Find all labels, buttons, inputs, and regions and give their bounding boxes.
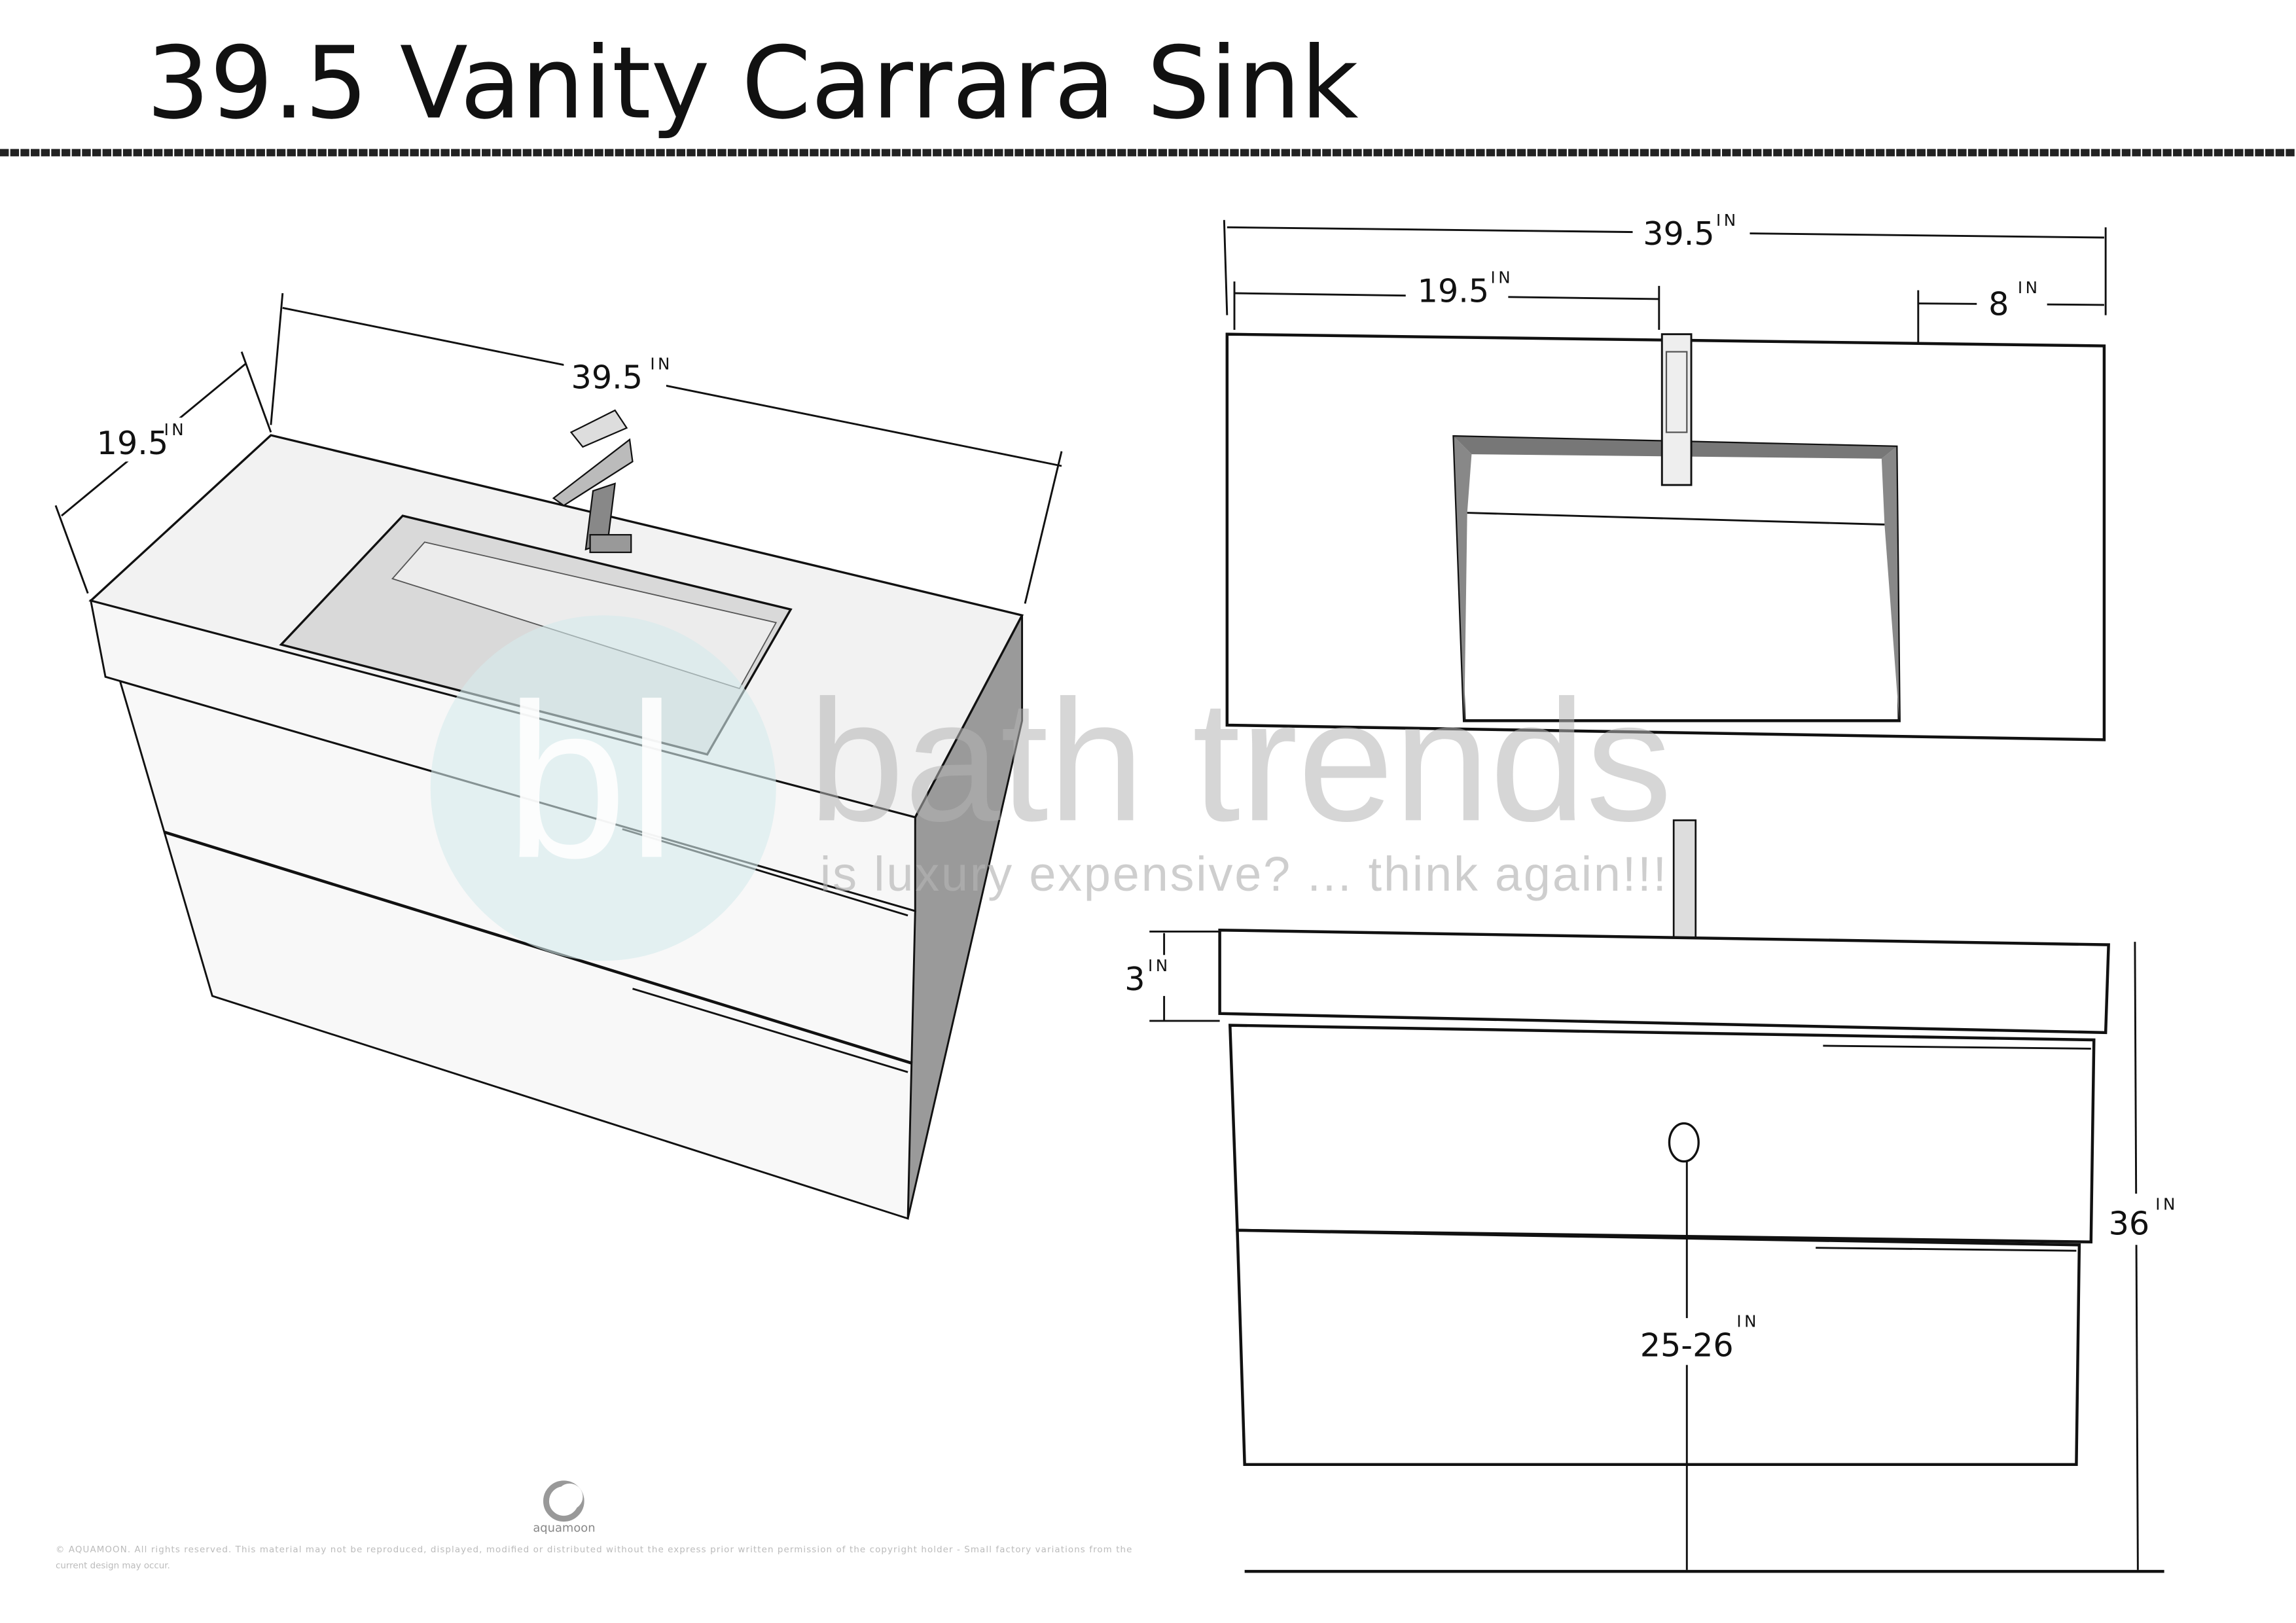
- aquamoon-logo-text: aquamoon: [533, 1522, 595, 1535]
- top-right-label-bg: [1977, 278, 2047, 323]
- front-upper-drawer: [1228, 1024, 2096, 1244]
- top-ext-left: [1223, 220, 1229, 315]
- top-faucet-label-bg: [1405, 268, 1509, 313]
- top-width-label-bg: [1632, 208, 1750, 253]
- drain-height-label-bg: [1637, 1318, 1762, 1365]
- iso-depth-unit: IN: [164, 420, 187, 439]
- iso-width-unit: IN: [650, 354, 673, 373]
- iso-depth-extension-front: [54, 505, 89, 594]
- top-sink-bevel-left: [1454, 437, 1472, 721]
- watermark-logo-circle: [430, 615, 776, 961]
- copyright-text-line2: current design may occur.: [56, 1561, 170, 1571]
- page-title: 39.5 Vanity Carrara Sink: [147, 26, 1359, 141]
- counter-height-unit: IN: [1148, 956, 1171, 975]
- total-height-unit: IN: [2155, 1195, 2178, 1214]
- total-height-line: [2134, 942, 2139, 1570]
- drain-height-unit: IN: [1736, 1312, 1759, 1331]
- front-counter: [1218, 928, 2110, 1035]
- copyright-text: © AQUAMOON. All rights reserved. This ma…: [56, 1545, 1132, 1555]
- watermark-brand: bath trends: [808, 664, 1672, 857]
- watermark: bl bath trends is luxury expensive? ... …: [430, 615, 1672, 961]
- counter-height-label: 3: [1124, 960, 1145, 998]
- top-sink-inner-line: [1467, 512, 1885, 526]
- top-sink-bevel-right: [1881, 446, 1899, 721]
- top-view: 39.5 IN 19.5 IN 8 IN: [1223, 208, 2107, 741]
- top-faucet-detail: [1665, 351, 1688, 433]
- iso-width-dimension-line: [282, 306, 1062, 467]
- watermark-logo-letters: bl: [505, 658, 676, 904]
- top-width-unit: IN: [1716, 211, 1739, 230]
- total-height-label: 36: [2109, 1205, 2150, 1243]
- iso-faucet: [552, 409, 634, 554]
- top-faucet-unit: IN: [1491, 268, 1514, 287]
- iso-width-extension-left: [270, 293, 284, 425]
- watermark-tagline: is luxury expensive? ... think again!!!: [820, 847, 1666, 901]
- aquamoon-logo: aquamoon: [533, 1480, 596, 1535]
- counter-height-label-bg: [1121, 955, 1177, 996]
- iso-width-extension-right: [1024, 451, 1063, 604]
- iso-depth-label-bg: [90, 418, 182, 462]
- top-right-label: 8: [1988, 285, 2009, 323]
- top-right-unit: IN: [2018, 278, 2041, 297]
- drain-marker: [1668, 1122, 1700, 1163]
- iso-width-label-bg: [564, 349, 666, 393]
- aquamoon-logo-crescent-cut: [556, 1483, 583, 1510]
- top-faucet-label: 19.5: [1418, 272, 1490, 310]
- top-width-label: 39.5: [1643, 215, 1715, 253]
- iso-width-label: 39.5: [571, 358, 643, 396]
- drain-height-label: 25-26: [1640, 1326, 1734, 1364]
- front-upper-handle: [1823, 1044, 2091, 1050]
- iso-drawer-handle-bottom: [632, 988, 908, 1073]
- front-lower-handle: [1816, 1247, 2077, 1252]
- front-faucet: [1672, 819, 1697, 938]
- total-height-label-bg: [2106, 1193, 2187, 1245]
- iso-depth-label: 19.5: [97, 424, 169, 462]
- iso-depth-extension-back: [240, 351, 272, 433]
- front-view: 25-26 IN 36 IN 3 IN: [1121, 819, 2187, 1573]
